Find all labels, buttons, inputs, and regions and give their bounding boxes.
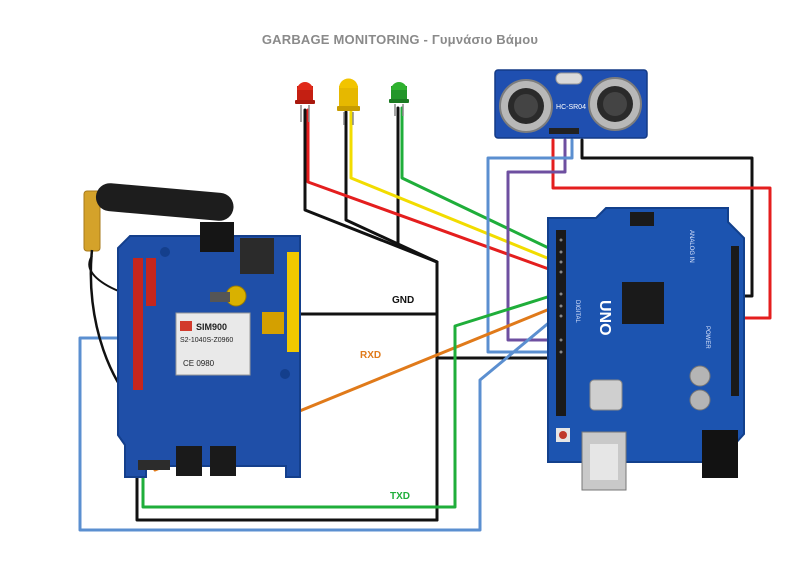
txd-label: TXD xyxy=(390,491,410,502)
ultrasonic-sensor: HC-SR04 xyxy=(494,69,648,139)
gnd-wire-green-led xyxy=(396,106,439,264)
sim900-shield: SIM900 S2-1040S-Z0960 CE 0980 xyxy=(83,183,301,478)
sim900-chip-line2: S2-1040S-Z0960 xyxy=(180,337,233,344)
wires xyxy=(78,106,772,532)
analog-label: ANALOG IN xyxy=(688,230,694,263)
digital-header xyxy=(556,230,566,416)
led-green xyxy=(389,82,409,116)
arduino-logo: UNO xyxy=(596,300,613,336)
sensor-trig-wire xyxy=(506,138,567,342)
red-led-signal-wire xyxy=(306,108,559,274)
gnd-wire-red-led xyxy=(303,108,439,522)
led-yellow xyxy=(337,78,360,125)
sensor-model-label: HC-SR04 xyxy=(556,104,586,111)
digital-label: DIGITAL xyxy=(574,300,580,324)
diagram-title: GARBAGE MONITORING - Γυμνάσιο Βάμου xyxy=(261,32,539,47)
power-label: POWER xyxy=(704,326,710,349)
txd-wire xyxy=(141,292,559,509)
gnd-wire-sim-bottom xyxy=(135,468,439,522)
sim-blue-wire xyxy=(78,314,559,532)
power-analog-header xyxy=(731,246,739,396)
rxd-label: RXD xyxy=(360,350,381,361)
led-red xyxy=(295,82,315,122)
green-led-signal-wire xyxy=(400,106,559,254)
dc-jack xyxy=(702,430,738,478)
arduino-uno: UNO ANALOG IN POWER DIGITAL xyxy=(547,207,745,491)
sensor-echo-wire xyxy=(486,138,574,354)
sensor-gnd-wire xyxy=(580,138,754,298)
sim900-ce-mark: CE 0980 xyxy=(183,359,215,368)
sim900-chip-name: SIM900 xyxy=(196,322,227,332)
gnd-label: GND xyxy=(392,295,414,306)
atmega-chip xyxy=(622,282,664,324)
